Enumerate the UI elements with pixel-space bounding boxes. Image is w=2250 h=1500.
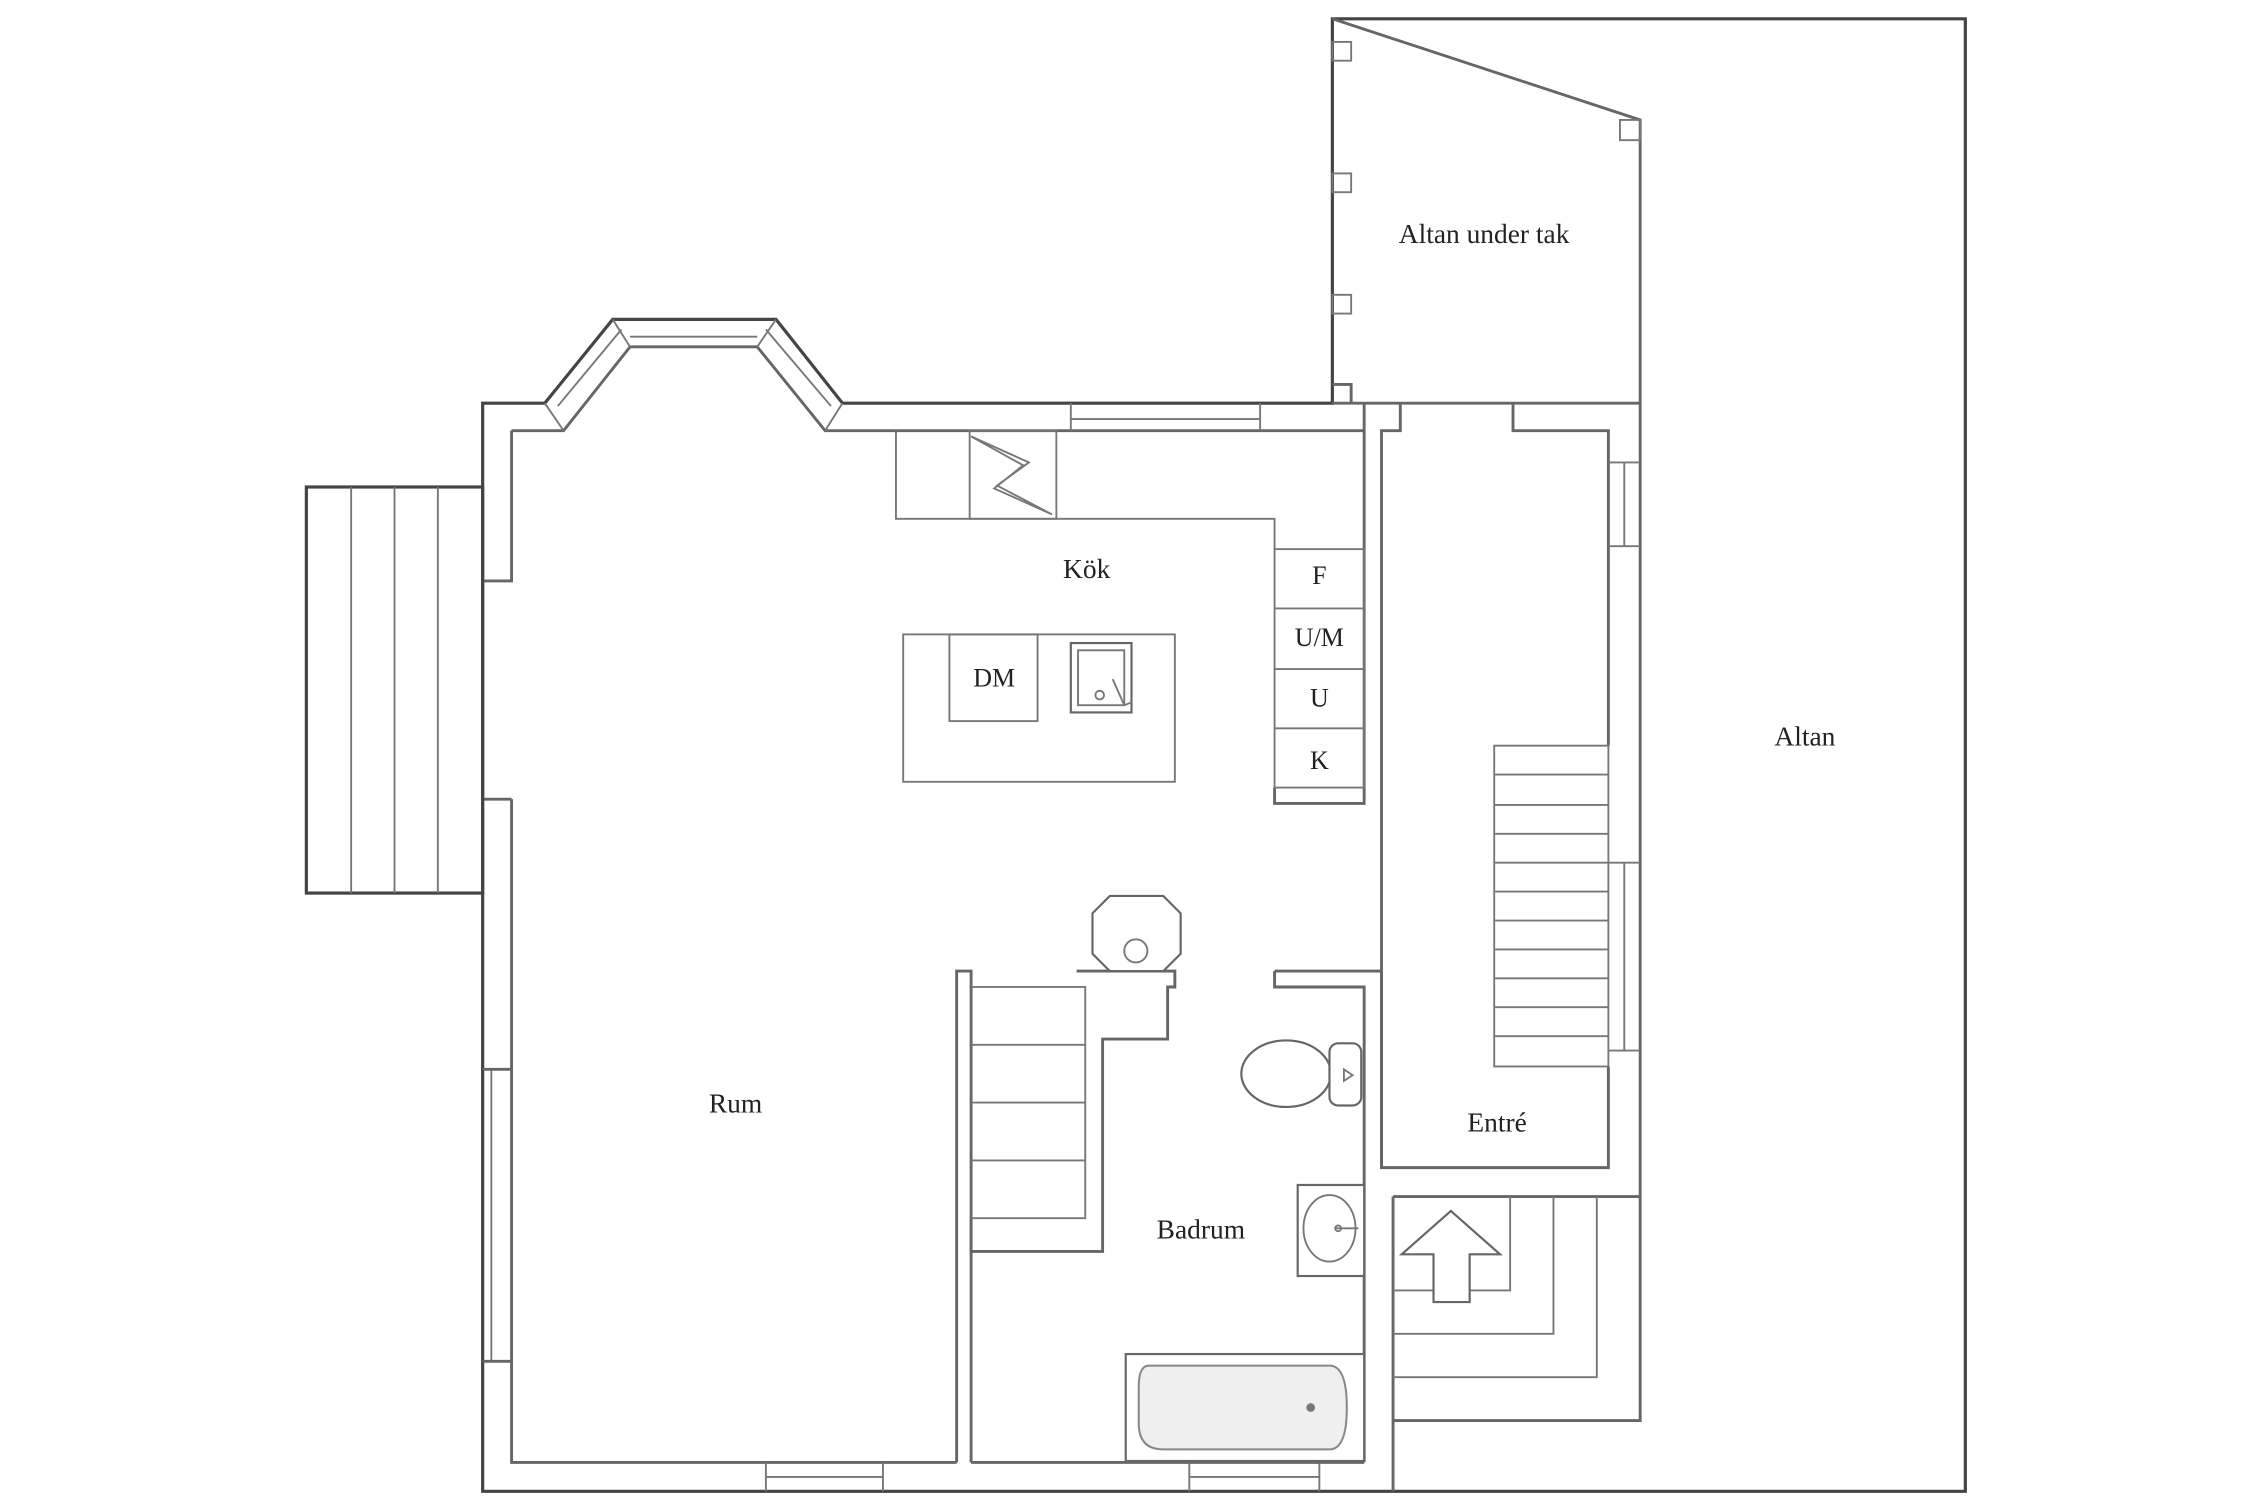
label-um: U/M: [1295, 623, 1344, 652]
label-altan-under-tak: Altan under tak: [1399, 219, 1570, 249]
kitchen-window: [1069, 403, 1262, 431]
kitchen-unit-labels: F U/M U K DM: [973, 561, 1344, 775]
stair-right: [1493, 744, 1610, 1068]
label-k: K: [1310, 746, 1329, 775]
entrance-block: [1273, 403, 1642, 1422]
covered-terrace: [1331, 17, 1642, 405]
left-windows: [482, 1067, 512, 1363]
bottom-windows: [764, 1462, 1321, 1492]
label-altan: Altan: [1774, 722, 1835, 752]
room-labels: Altan under tak Altan Kök Rum Badrum Ent…: [709, 219, 1836, 1245]
label-u: U: [1310, 684, 1329, 713]
bathroom: [971, 971, 1366, 1464]
label-kok: Kök: [1063, 554, 1111, 584]
label-rum: Rum: [709, 1089, 762, 1119]
entrance-steps: [1391, 1195, 1641, 1492]
left-deck: [304, 485, 485, 895]
label-f: F: [1312, 561, 1326, 590]
label-badrum: Badrum: [1157, 1214, 1245, 1244]
outer-walls: [481, 17, 1967, 1493]
label-dm: DM: [973, 663, 1015, 692]
stair-left: [955, 894, 1182, 1463]
label-entre: Entré: [1467, 1108, 1526, 1138]
kitchen: [895, 429, 1366, 789]
